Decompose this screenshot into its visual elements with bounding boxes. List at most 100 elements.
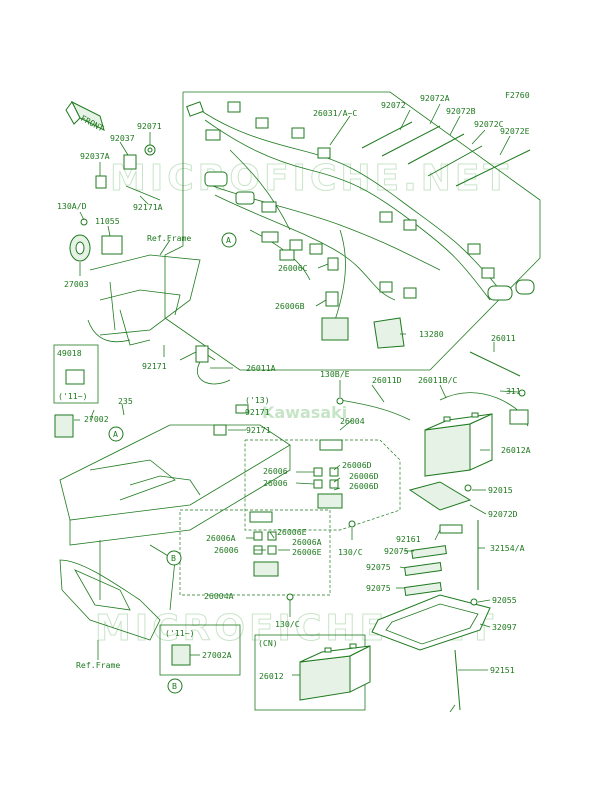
label-26011BC: 26011B/C — [418, 375, 458, 385]
label-27003: 27003 — [64, 279, 89, 289]
relays-26004A — [249, 511, 294, 601]
svg-text:A: A — [113, 429, 118, 439]
callout-b-top: B — [166, 550, 182, 566]
label-26006-b: 26006 — [263, 478, 288, 488]
pad-92075b — [404, 561, 442, 577]
label-ref-frame-1: Ref.Frame — [147, 233, 191, 243]
label-92055: 92055 — [492, 595, 517, 605]
pad-92075c — [404, 581, 442, 597]
label-26006D-1: 26006D — [342, 460, 372, 470]
label-cn: (CN) — [258, 638, 278, 648]
label-13280: 13280 — [419, 329, 444, 339]
lower-frame — [59, 345, 291, 641]
label-26006E-2: 26006E — [292, 547, 322, 557]
label-92037A: 92037A — [80, 151, 110, 161]
bolt-311 — [518, 389, 526, 397]
label-92171-b: 92171 — [245, 407, 270, 417]
inset-49018 — [53, 344, 99, 404]
label-130BE: 130B/E — [320, 369, 350, 379]
label-26012A: 26012A — [501, 445, 531, 455]
label-32097: 32097 — [492, 622, 517, 632]
label-26006A-1: 26006A — [206, 533, 236, 543]
label-92161: 92161 — [396, 534, 421, 544]
label-92075-a: 92075 — [384, 546, 409, 556]
label-92072E: 92072E — [500, 126, 530, 136]
svg-text:A: A — [226, 235, 231, 245]
callout-a-top: A — [221, 232, 237, 248]
label-26006B: 26006B — [275, 301, 305, 311]
label-130C-1: 130/C — [338, 547, 363, 557]
figure-code: F2760 — [505, 90, 530, 100]
label-92072B: 92072B — [446, 106, 476, 116]
label-92072A: 92072A — [420, 93, 450, 103]
nut-92015 — [464, 484, 472, 492]
cable-terminal — [509, 409, 529, 425]
label-130AD: 130A/D — [57, 201, 87, 211]
relay-box-26004A — [179, 509, 331, 596]
band-92072D — [408, 481, 472, 511]
battery-26012 — [299, 643, 371, 701]
label-26004A: 26004A — [204, 591, 234, 601]
battery-26012A — [424, 412, 493, 477]
nut-92055 — [470, 598, 478, 606]
rod-26011 — [469, 351, 521, 377]
label-92071: 92071 — [137, 121, 162, 131]
label-235: 235 — [118, 396, 133, 406]
label-26006D-2: 26006D — [349, 471, 379, 481]
label-11055: 11055 — [95, 216, 120, 226]
leader-lines — [74, 103, 519, 676]
bolt-130BE — [336, 397, 344, 405]
label-92151: 92151 — [490, 665, 515, 675]
label-11up-1: ('11~) — [58, 391, 88, 401]
label-26006: 26006 — [263, 466, 288, 476]
part-49018 — [65, 369, 85, 385]
label-92171: 92171 — [142, 361, 167, 371]
label-26011: 26011 — [491, 333, 516, 343]
callout-b-bottom: B — [167, 678, 183, 694]
label-92075-b: 92075 — [366, 562, 391, 572]
watermark-top: MICROFICHE.NET — [110, 158, 512, 199]
relay-27002A — [171, 644, 191, 666]
label-13: ('13) — [245, 395, 270, 405]
inset-27002A — [159, 624, 241, 676]
label-92171A: 92171A — [133, 202, 163, 212]
label-26006E-1: 26006E — [277, 527, 307, 537]
wire-harness-drawing — [186, 101, 535, 341]
label-26004: 26004 — [340, 416, 365, 426]
label-26006-c: 26006 — [214, 545, 239, 555]
relays-26004 — [313, 439, 356, 528]
harness-box — [164, 91, 541, 371]
label-49018: 49018 — [57, 348, 82, 358]
label-26006D-3: 26006D — [349, 481, 379, 491]
left-parts — [69, 144, 161, 262]
svg-text:B: B — [172, 681, 177, 691]
label-92037: 92037 — [110, 133, 135, 143]
label-26011D: 26011D — [372, 375, 402, 385]
label-92072D: 92072D — [488, 509, 518, 519]
kawasaki-mark: Kawasaki — [262, 403, 347, 422]
label-26012: 26012 — [259, 671, 284, 681]
label-92072: 92072 — [381, 100, 406, 110]
label-92015: 92015 — [488, 485, 513, 495]
pad-92075a — [411, 545, 447, 559]
label-26006C: 26006C — [278, 263, 308, 273]
label-92072C: 92072C — [474, 119, 504, 129]
label-27002: 27002 — [84, 414, 109, 424]
label-26031: 26031/A~C — [313, 108, 357, 118]
label-ref-frame-2: Ref.Frame — [76, 660, 120, 670]
label-27002A: 27002A — [202, 650, 232, 660]
relay-box-26004 — [244, 439, 401, 531]
cable-ties — [361, 121, 531, 187]
relay-27002 — [54, 414, 74, 438]
label-11up-2: ('11~) — [165, 628, 195, 638]
label-26006A-2: 26006A — [292, 537, 322, 547]
label-92171-c: 92171 — [246, 425, 271, 435]
callout-a-bottom: A — [108, 426, 124, 442]
pad-92161 — [439, 524, 463, 534]
bolt-92151 — [454, 649, 461, 711]
svg-text:B: B — [171, 553, 176, 563]
label-32154A: 32154/A — [490, 543, 525, 553]
front-arrow-icon: FRONT — [65, 100, 106, 133]
label-130C-2: 130/C — [275, 619, 300, 629]
